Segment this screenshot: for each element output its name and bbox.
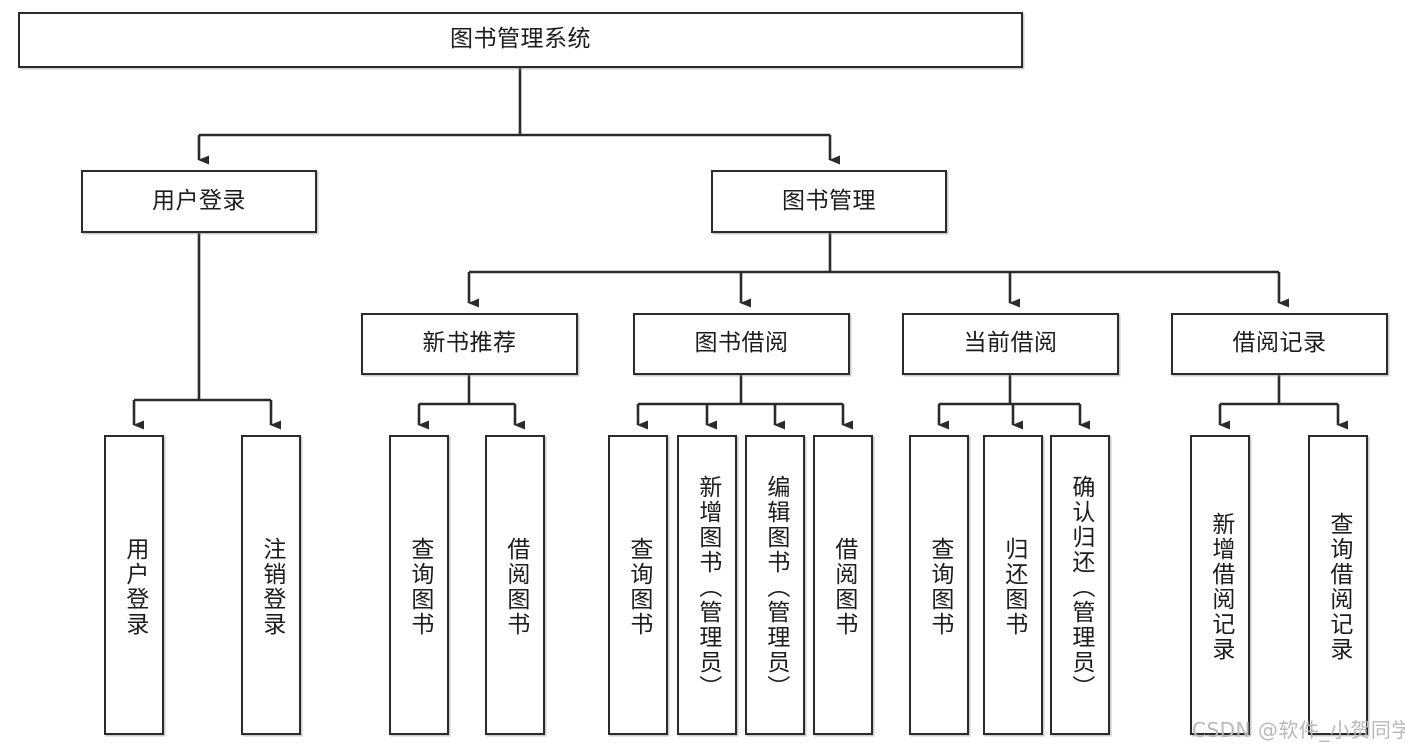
node-root-label: 图书管理系统: [450, 26, 591, 53]
node-leaf-return-book[interactable]: 归还图书: [983, 435, 1043, 735]
node-leaf-query-borrow-record[interactable]: 查询借阅记录: [1308, 435, 1368, 735]
node-current-borrow-label: 当前借阅: [963, 330, 1058, 357]
node-user-login-label: 用户登录: [152, 187, 246, 214]
node-leaf-query-book-borrow-label: 查询图书: [625, 537, 652, 637]
node-book-manage-label: 图书管理: [782, 187, 876, 214]
node-leaf-return-book-label: 归还图书: [1000, 537, 1027, 637]
node-leaf-borrow-book-new-label: 借阅图书: [502, 537, 529, 637]
node-leaf-borrow-book-new[interactable]: 借阅图书: [485, 435, 545, 735]
node-leaf-add-book-admin[interactable]: 新增图书（管理员）: [677, 435, 737, 735]
node-leaf-logout-login[interactable]: 注销登录: [241, 435, 301, 735]
node-leaf-edit-book-admin[interactable]: 编辑图书（管理员）: [745, 435, 805, 735]
node-book-borrow[interactable]: 图书借阅: [633, 313, 850, 375]
node-new-book-recommend-label: 新书推荐: [422, 330, 517, 357]
node-root[interactable]: 图书管理系统: [18, 12, 1023, 68]
node-leaf-user-login-label: 用户登录: [121, 537, 148, 637]
node-leaf-edit-book-admin-label: 编辑图书（管理员）: [762, 474, 789, 700]
node-borrow-record-label: 借阅记录: [1232, 330, 1327, 357]
node-borrow-record[interactable]: 借阅记录: [1171, 313, 1388, 375]
node-user-login[interactable]: 用户登录: [81, 170, 317, 233]
node-leaf-confirm-return-admin[interactable]: 确认归还（管理员）: [1050, 435, 1110, 735]
node-leaf-add-borrow-record-label: 新增借阅记录: [1207, 512, 1234, 662]
node-leaf-user-login[interactable]: 用户登录: [104, 435, 164, 735]
node-leaf-query-book-new-label: 查询图书: [406, 537, 433, 637]
node-leaf-query-book-current-label: 查询图书: [926, 537, 953, 637]
node-leaf-borrow-book-label: 借阅图书: [830, 537, 857, 637]
node-leaf-query-borrow-record-label: 查询借阅记录: [1325, 512, 1352, 662]
node-leaf-add-borrow-record[interactable]: 新增借阅记录: [1190, 435, 1250, 735]
node-leaf-confirm-return-admin-label: 确认归还（管理员）: [1067, 474, 1094, 700]
node-leaf-query-book-new[interactable]: 查询图书: [389, 435, 449, 735]
node-book-manage[interactable]: 图书管理: [711, 170, 947, 233]
node-leaf-add-book-admin-label: 新增图书（管理员）: [694, 474, 721, 700]
node-new-book-recommend[interactable]: 新书推荐: [361, 313, 578, 375]
node-leaf-query-book-current[interactable]: 查询图书: [909, 435, 969, 735]
node-leaf-borrow-book[interactable]: 借阅图书: [813, 435, 873, 735]
node-book-borrow-label: 图书借阅: [694, 330, 789, 357]
node-leaf-query-book-borrow[interactable]: 查询图书: [608, 435, 668, 735]
node-current-borrow[interactable]: 当前借阅: [902, 313, 1119, 375]
node-leaf-logout-login-label: 注销登录: [258, 537, 285, 637]
